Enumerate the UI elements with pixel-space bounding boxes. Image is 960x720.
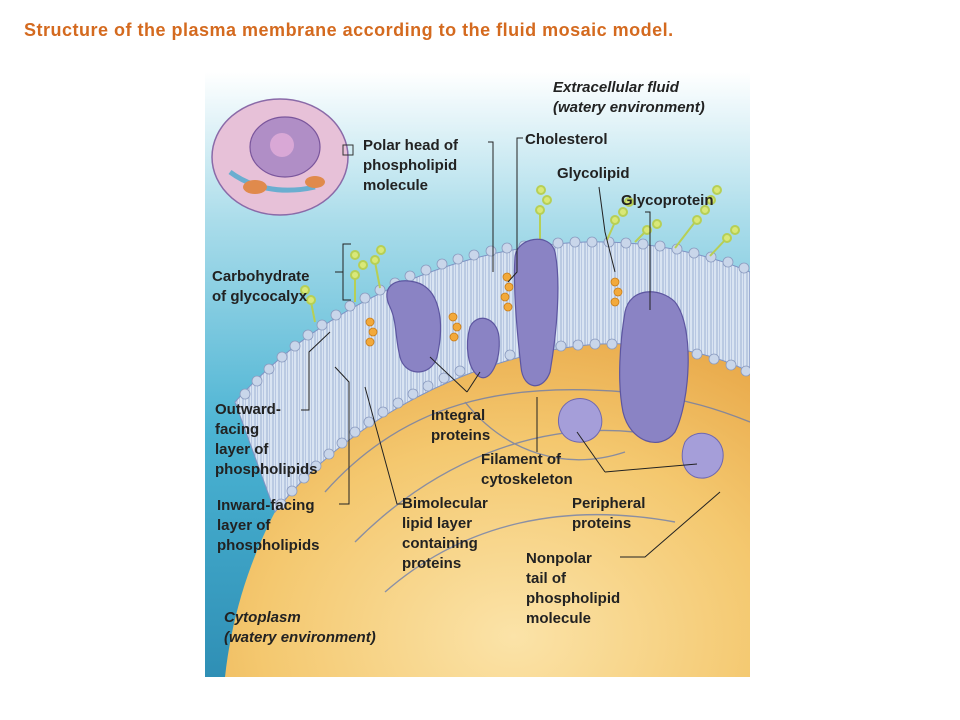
label-polar-head: Polar head of phospholipid molecule <box>363 136 458 196</box>
label-glycolipid: Glycolipid <box>557 165 630 182</box>
label-inward-facing-layer: Inward-facing layer of phospholipids <box>217 496 320 556</box>
integral-proteins <box>386 238 689 443</box>
label-filament-cytoskeleton: Filament of cytoskeleton <box>481 450 573 490</box>
label-peripheral-line1: Peripheral <box>572 495 646 512</box>
label-integral-line2: proteins <box>431 427 491 444</box>
label-peripheral-line2: proteins <box>572 515 632 532</box>
label-cytoplasm-line2: (watery environment) <box>224 629 376 646</box>
label-polar-head-line2: phospholipid <box>363 157 458 174</box>
label-nonpolar-line1: Nonpolar <box>526 550 592 567</box>
label-peripheral-proteins: Peripheral proteins <box>572 494 645 534</box>
label-nonpolar-line3: phospholipid <box>526 590 621 607</box>
cell-inset <box>211 98 349 216</box>
label-cholesterol: Cholesterol <box>525 131 608 148</box>
page-title: Structure of the plasma membrane accordi… <box>24 20 674 40</box>
inset-zoom-marker <box>342 144 354 156</box>
label-cytoplasm-line1: Cytoplasm <box>224 609 301 626</box>
label-carbohydrate-line1: Carbohydrate <box>212 268 310 285</box>
membrane-artwork <box>205 72 750 677</box>
label-outward-line2: facing <box>215 421 260 438</box>
label-nonpolar-line4: molecule <box>526 610 592 627</box>
label-bimolecular-line4: proteins <box>402 555 462 572</box>
membrane-illustration: Extracellular fluid (watery environment)… <box>205 72 750 677</box>
label-cytoplasm: Cytoplasm (watery environment) <box>224 608 376 648</box>
label-outward-line3: layer of <box>215 441 269 458</box>
label-bimolecular-lipid-layer: Bimolecular lipid layer containing prote… <box>402 494 488 574</box>
label-glycoprotein: Glycoprotein <box>621 192 714 209</box>
label-inward-line3: phospholipids <box>217 537 320 554</box>
label-integral-proteins: Integral proteins <box>431 406 490 446</box>
cholesterol-molecules <box>365 272 623 347</box>
cytoplasm-region <box>225 270 750 677</box>
label-nonpolar-line2: tail of <box>526 570 566 587</box>
label-nonpolar-tail: Nonpolar tail of phospholipid molecule <box>526 549 620 629</box>
label-filament-line2: cytoskeleton <box>481 471 573 488</box>
label-bimolecular-line2: lipid layer <box>402 515 473 532</box>
label-outward-facing-layer: Outward- facing layer of phospholipids <box>215 400 318 480</box>
label-bimolecular-line1: Bimolecular <box>402 495 488 512</box>
label-polar-head-line1: Polar head of <box>363 137 459 154</box>
label-filament-line1: Filament of <box>481 451 562 468</box>
label-inward-line1: Inward-facing <box>217 497 315 514</box>
label-outward-line4: phospholipids <box>215 461 318 478</box>
label-bimolecular-line3: containing <box>402 535 478 552</box>
label-polar-head-line3: molecule <box>363 177 429 194</box>
label-carbohydrate-line2: of glycocalyx <box>212 288 308 305</box>
label-extracellular-fluid: Extracellular fluid (watery environment) <box>553 78 705 118</box>
label-extracellular-line1: Extracellular fluid <box>553 79 679 96</box>
label-outward-line1: Outward- <box>215 401 281 418</box>
label-extracellular-line2: (watery environment) <box>553 99 705 116</box>
label-integral-line1: Integral <box>431 407 486 424</box>
label-inward-line2: layer of <box>217 517 271 534</box>
label-carbohydrate-glycocalyx: Carbohydrate of glycocalyx <box>212 267 310 307</box>
